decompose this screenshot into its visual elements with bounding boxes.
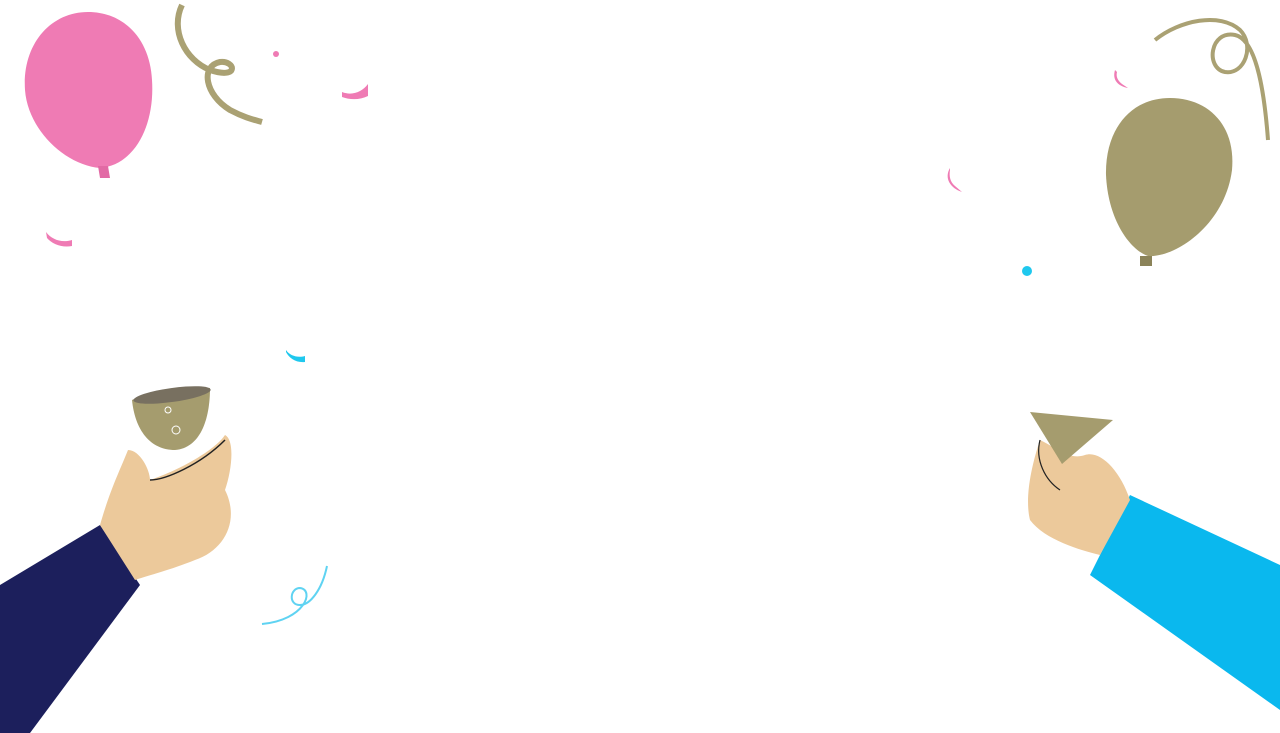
confetti-dot-icon (273, 51, 279, 57)
confetti-icon (947, 168, 962, 192)
ribbon-icon (1153, 17, 1270, 141)
right-hand-with-cup (1028, 412, 1280, 710)
confetti-dot-icon (1022, 266, 1032, 276)
left-hand-with-cup (0, 386, 232, 733)
confetti-icon (342, 84, 368, 100)
pink-balloon-icon (24, 12, 153, 178)
ribbon-icon (174, 3, 263, 125)
confetti-icon (46, 232, 72, 247)
confetti-icon (1114, 70, 1128, 88)
confetti-icon (286, 350, 305, 363)
swirl-icon (261, 565, 328, 625)
olive-balloon-icon (1105, 98, 1233, 266)
